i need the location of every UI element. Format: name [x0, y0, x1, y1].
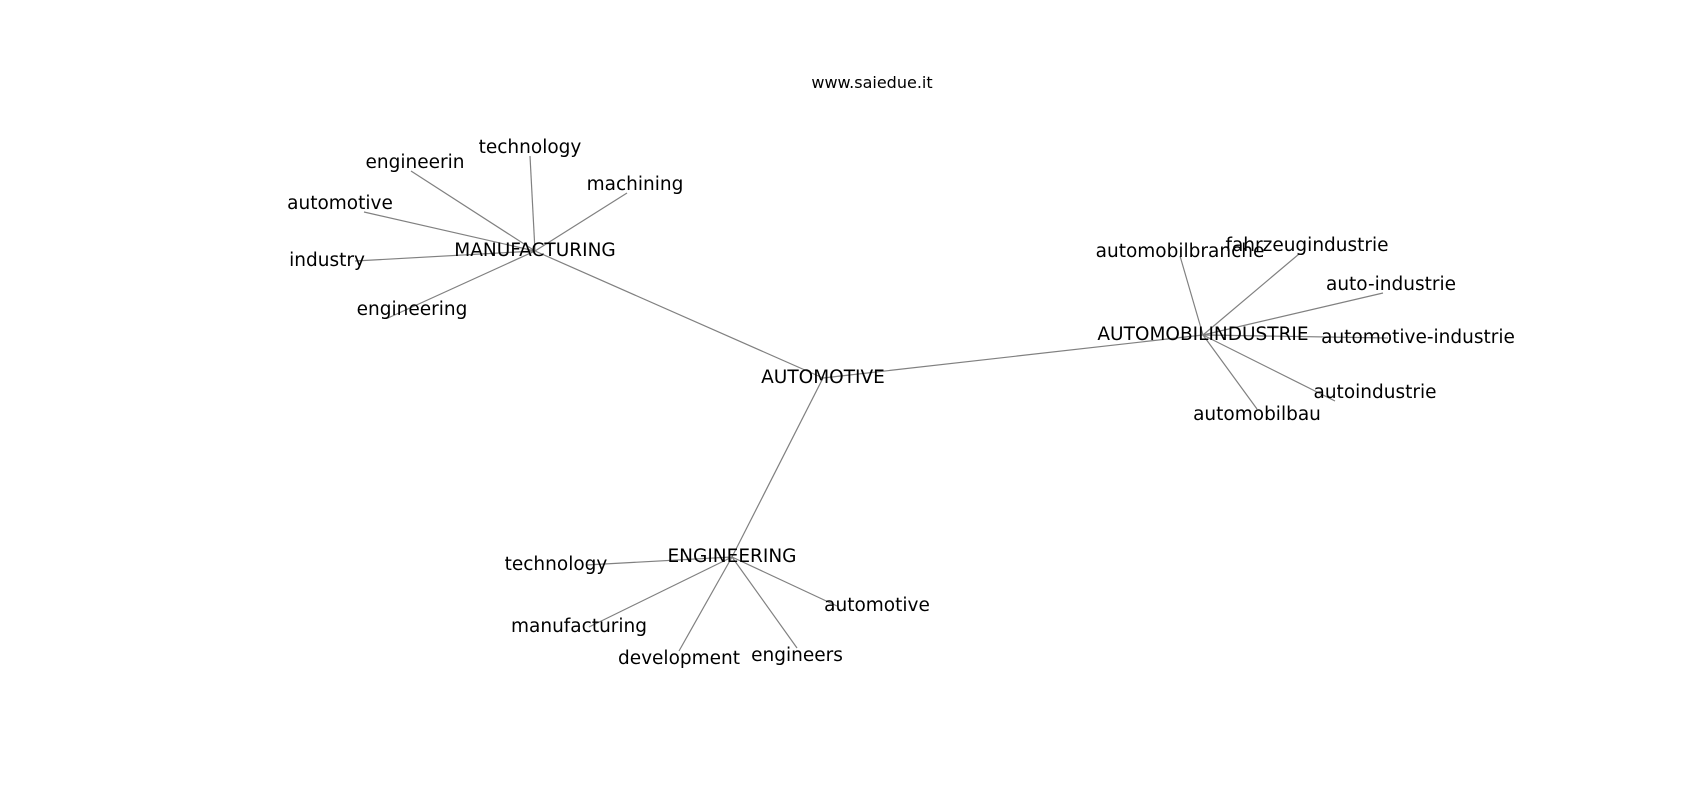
- node-leaf-manufacturing-4: industry: [289, 250, 365, 271]
- node-leaf-manufacturing-5: engineering: [357, 299, 468, 320]
- edge-engineering-leaf-2: [588, 556, 733, 628]
- edge-engineering-leaf-3: [678, 556, 733, 652]
- edge-manufacturing-leaf-2: [534, 192, 628, 252]
- site-url-label: www.saiedue.it: [811, 73, 932, 92]
- node-leaf-automobilindustrie-3: automotive-industrie: [1321, 327, 1515, 348]
- edge-manufacturing-leaf-4: [354, 250, 536, 262]
- node-hub-engineering: ENGINEERING: [667, 546, 796, 567]
- node-leaf-engineering-0: technology: [505, 554, 608, 575]
- edge-automobilindustrie-leaf-0: [1179, 255, 1204, 336]
- node-hub-manufacturing: MANUFACTURING: [454, 240, 616, 261]
- node-leaf-engineering-3: development: [618, 648, 740, 669]
- node-leaf-engineering-1: automotive: [824, 595, 930, 616]
- node-hub-automobilindustrie: AUTOMOBILINDUSTRIE: [1097, 324, 1308, 345]
- edge-automobilindustrie-leaf-5: [1202, 334, 1258, 410]
- node-leaf-manufacturing-3: automotive: [287, 193, 393, 214]
- edge-engineering-leaf-0: [585, 556, 733, 566]
- edge-manufacturing-leaf-5: [387, 250, 536, 319]
- edge-manufacturing-leaf-0: [410, 170, 536, 252]
- edge-root-automobilindustrie: [822, 334, 1204, 379]
- edge-automobilindustrie-leaf-3: [1202, 334, 1389, 339]
- node-leaf-automobilindustrie-2: auto-industrie: [1326, 274, 1456, 295]
- edge-engineering-leaf-4: [731, 556, 798, 649]
- node-leaf-automobilindustrie-1: fahrzeugindustrie: [1225, 235, 1388, 256]
- edge-automobilindustrie-leaf-1: [1202, 253, 1300, 336]
- edges-layer: [354, 155, 1389, 652]
- node-leaf-engineering-4: engineers: [751, 645, 843, 666]
- node-leaf-automobilindustrie-0: automobilbranche: [1096, 241, 1265, 262]
- labels-layer: www.saiedue.it AUTOMOTIVE MANUFACTURING en…: [287, 73, 1515, 669]
- edge-automobilindustrie-leaf-4: [1202, 334, 1336, 402]
- edge-manufacturing-leaf-3: [363, 211, 536, 252]
- edge-manufacturing-leaf-1: [529, 155, 536, 252]
- edge-automobilindustrie-leaf-2: [1202, 292, 1384, 336]
- edge-engineering-leaf-1: [731, 556, 838, 607]
- edge-root-engineering: [731, 377, 824, 558]
- node-leaf-manufacturing-2: machining: [587, 174, 684, 195]
- edge-root-manufacturing: [534, 250, 824, 379]
- node-leaf-automobilindustrie-4: autoindustrie: [1314, 382, 1437, 403]
- node-leaf-manufacturing-0: engineerin: [366, 152, 465, 173]
- node-leaf-manufacturing-1: technology: [479, 137, 582, 158]
- node-root-automotive: AUTOMOTIVE: [761, 367, 885, 388]
- node-leaf-engineering-2: manufacturing: [511, 616, 647, 637]
- node-leaf-automobilindustrie-5: automobilbau: [1193, 404, 1321, 425]
